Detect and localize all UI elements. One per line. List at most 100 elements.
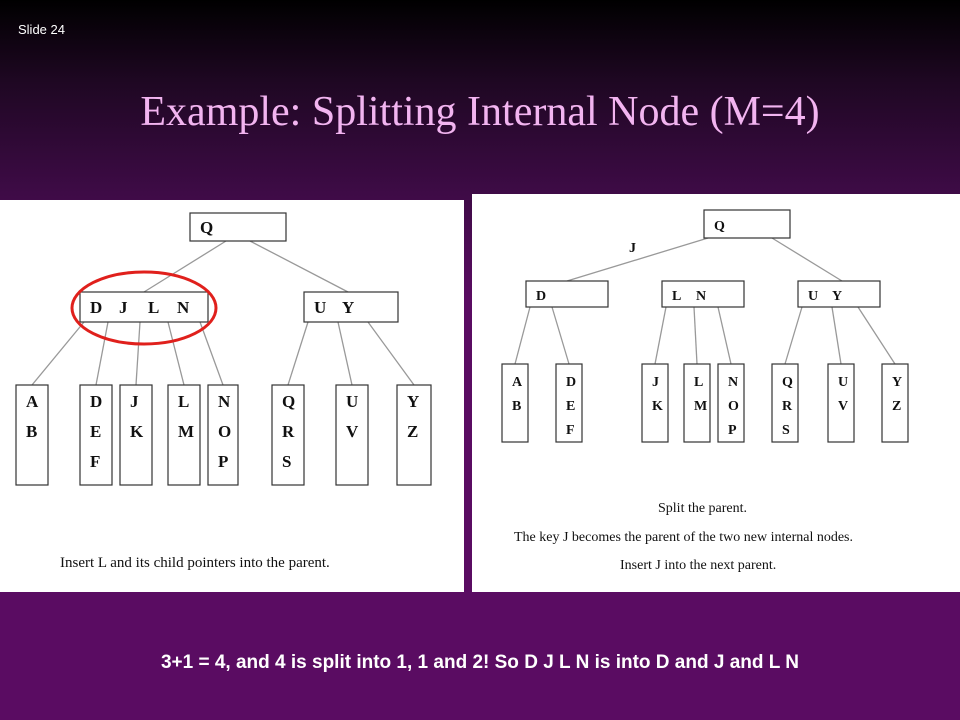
tree-edge xyxy=(654,306,667,365)
tree-edge xyxy=(367,321,415,386)
root-node: Q xyxy=(703,209,791,239)
leaf-box xyxy=(555,363,583,443)
leaf-box xyxy=(167,384,201,486)
tree-edge xyxy=(167,321,185,386)
right-note-3: Insert J into the next parent. xyxy=(620,558,776,573)
leaf-key: A xyxy=(26,392,39,411)
tree-edge xyxy=(287,321,309,386)
leaf-box xyxy=(501,363,529,443)
leaf-key: B xyxy=(512,399,521,414)
node-key: L xyxy=(672,289,681,304)
node-box xyxy=(303,291,399,323)
leaf-key: Y xyxy=(892,375,902,390)
tree-edge xyxy=(143,240,227,293)
node-key: D xyxy=(536,289,546,304)
leaf-key: E xyxy=(90,422,101,441)
node-key: J xyxy=(119,298,128,317)
slide-caption: 3+1 = 4, and 4 is split into 1, 1 and 2!… xyxy=(160,652,800,673)
tree-edge xyxy=(95,321,109,386)
leaf-key: U xyxy=(838,375,848,390)
tree-edge xyxy=(337,321,353,386)
leaf-key: P xyxy=(218,452,228,471)
leaf-key: Y xyxy=(407,392,419,411)
node-box xyxy=(189,212,287,242)
tree-edge xyxy=(784,306,803,365)
node-key: Y xyxy=(342,298,354,317)
leaf-key: Q xyxy=(282,392,295,411)
right-note-2: The key J becomes the parent of the two … xyxy=(514,530,853,545)
leaf-node: LM xyxy=(167,384,201,486)
leaf-key: S xyxy=(782,423,790,438)
leaf-box xyxy=(335,384,369,486)
leaf-key: R xyxy=(282,422,295,441)
leaf-node: DEF xyxy=(79,384,113,486)
leaf-key: D xyxy=(566,375,576,390)
left-note: Insert L and its child pointers into the… xyxy=(60,555,330,571)
leaf-key: R xyxy=(782,399,793,414)
node-box xyxy=(661,280,745,308)
leaf-node: AB xyxy=(15,384,49,486)
slide-title: Example: Splitting Internal Node (M=4) xyxy=(140,89,820,135)
leaf-box xyxy=(881,363,909,443)
leaf-box xyxy=(641,363,669,443)
leaf-key: O xyxy=(728,399,739,414)
leaf-box xyxy=(396,384,432,486)
leaf-key: K xyxy=(130,422,144,441)
tree-edge xyxy=(514,306,531,365)
tree-edge xyxy=(551,306,570,365)
leaf-node: DEF xyxy=(555,363,583,443)
leaf-key: M xyxy=(694,399,707,414)
node-box xyxy=(525,280,609,308)
leaf-node: QRS xyxy=(271,384,305,486)
leaf-box xyxy=(119,384,153,486)
leaf-box xyxy=(15,384,49,486)
leaf-key: A xyxy=(512,375,523,390)
leaf-key: E xyxy=(566,399,575,414)
node-key: Y xyxy=(832,289,842,304)
node-key: U xyxy=(808,289,818,304)
leaf-key: S xyxy=(282,452,291,471)
leaf-key: U xyxy=(346,392,358,411)
internal-node-d: D xyxy=(525,280,609,308)
leaf-box xyxy=(771,363,799,443)
highlight-ellipse xyxy=(70,270,218,346)
node-key: L xyxy=(148,298,159,317)
leaf-key: L xyxy=(178,392,189,411)
leaf-box xyxy=(207,384,239,486)
leaf-node: JK xyxy=(641,363,669,443)
leaf-node: LM xyxy=(683,363,711,443)
node-box xyxy=(797,280,881,308)
node-box xyxy=(703,209,791,239)
leaf-box xyxy=(271,384,305,486)
tree-edge xyxy=(249,240,349,293)
tree-edge xyxy=(831,306,842,365)
leaf-key: Z xyxy=(892,399,901,414)
leaf-node: UV xyxy=(827,363,855,443)
leaf-box xyxy=(79,384,113,486)
tree-edge xyxy=(717,306,732,365)
leaf-key: Z xyxy=(407,422,418,441)
leaf-key: P xyxy=(728,423,737,438)
node-key: N xyxy=(696,289,706,304)
leaf-node: QRS xyxy=(771,363,799,443)
tree-edge xyxy=(199,321,224,386)
leaf-key: F xyxy=(90,452,100,471)
node-key: D xyxy=(90,298,102,317)
leaf-node: YZ xyxy=(396,384,432,486)
tree-edge xyxy=(771,237,843,282)
leaf-key: B xyxy=(26,422,37,441)
tree-edge xyxy=(693,306,698,365)
tree-edge xyxy=(135,321,141,386)
leaf-key: F xyxy=(566,423,575,438)
leaf-key: V xyxy=(346,422,359,441)
leaf-key: V xyxy=(838,399,848,414)
leaf-node: NOP xyxy=(717,363,745,443)
leaf-node: UV xyxy=(335,384,369,486)
node-key: U xyxy=(314,298,326,317)
right-note-1: Split the parent. xyxy=(658,501,747,516)
slide-number: Slide 24 xyxy=(18,22,65,37)
tree-edge xyxy=(566,237,709,282)
